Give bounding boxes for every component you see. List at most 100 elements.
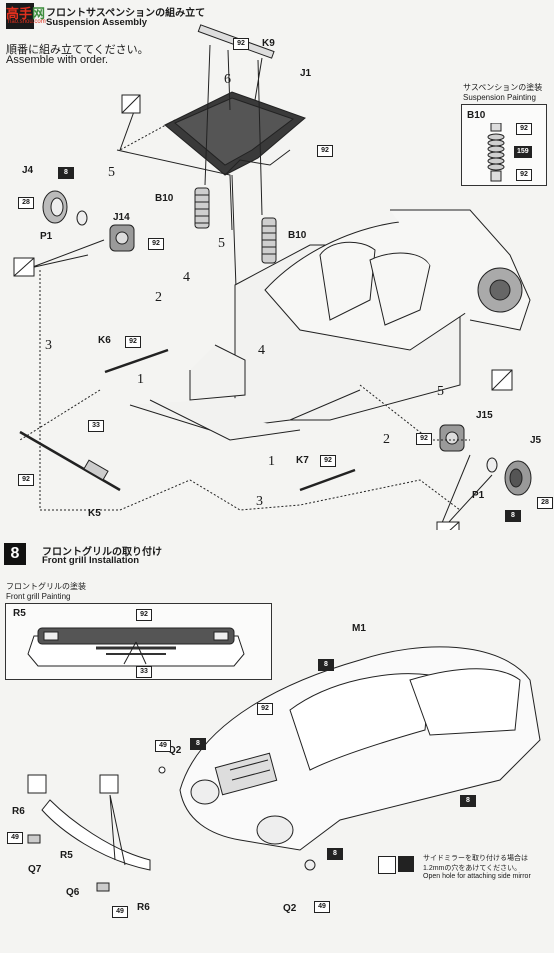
color-chip: 49 [112,906,128,918]
suspension-paint-title-jp: サスペンションの塗装 [463,83,543,92]
seq-number: 4 [258,343,265,358]
color-chip: 49 [314,901,330,913]
front-grill-drawing [27,627,245,667]
color-chip: 33 [88,420,104,432]
color-chip: 28 [537,497,553,509]
small-lens-q7 [27,834,41,844]
label-r6-right: R6 [137,902,150,913]
label-k9: K9 [262,38,275,49]
part-p1-spacer-right [486,457,498,473]
suspension-assembly-diagram [13,24,532,530]
color-chip: 28 [18,197,34,209]
seq-number: 2 [383,432,390,447]
color-chip: 92 [516,169,532,181]
mirror-note-jp: サイドミラーを取り付ける場合は [423,855,528,862]
seq-number: 3 [45,338,52,353]
mirror-note-jp2: 1.2mmの穴をあけてください。 [423,865,522,872]
seq-number: 3 [256,494,263,509]
part-b10-right [261,217,277,264]
label-r6-left: R6 [12,806,25,817]
part-j15-hub [439,424,465,452]
step7-title-en: Suspension Assembly [46,17,148,28]
label-q6: Q6 [66,887,80,898]
suspension-paint-title-en: Suspension Painting [463,93,536,102]
color-chip: 8 [460,795,476,807]
label-k5: K5 [88,508,101,519]
grill-paint-title-en: Front grill Painting [6,592,71,601]
color-chip: 92 [416,433,432,445]
step7-order-jp: 順番に組み立ててください。 [6,44,149,56]
no-glue-marker [27,774,47,794]
step7-order-en: Assemble with order. [6,54,109,66]
shock-absorber-drawing [487,123,505,182]
grill-paint-box: R5 92 33 [5,603,272,680]
label-q2-top: Q2 [168,745,182,756]
part-k5-tie-rod [19,430,121,492]
no-glue-marker [121,94,141,114]
color-chip: 159 [514,146,532,158]
color-chip: 33 [136,666,152,678]
small-lens-q6 [96,882,110,892]
color-chip: 49 [7,832,23,844]
label-p1: P1 [40,231,53,242]
color-chip: 92 [136,609,152,621]
color-chip: 8 [505,510,521,522]
seq-number: 5 [437,384,444,399]
label-j15: J15 [476,410,493,421]
step8-number: 8 [4,543,26,565]
part-p1-spacer-left [76,210,88,226]
color-chip: 92 [516,123,532,135]
color-chip: 49 [155,740,171,752]
part-k6-link [104,348,169,374]
label-j4: J4 [22,165,34,176]
color-chip: 8 [327,848,343,860]
part-k7-link [299,468,356,492]
part-b10-left [194,187,210,229]
drill-icon [378,856,396,874]
chassis-body [264,209,531,351]
cut-icon [398,856,414,872]
grill-part-label: R5 [13,608,26,619]
label-b10-right: B10 [288,230,307,241]
watermark-logo: 高手网 [6,6,46,21]
step8-title-en: Front grill Installation [42,555,140,566]
color-chip: 92 [125,336,141,348]
label-j14: J14 [113,212,130,223]
step7-number-badge [6,3,34,29]
label-m1: M1 [352,623,366,634]
seq-number: 5 [218,236,225,251]
part-j5-brake-disc [504,460,532,496]
grill-paint-title-jp: フロントグリルの塗装 [6,582,86,591]
seq-number: 1 [268,454,275,469]
label-j1: J1 [300,68,312,79]
paint-part-label: B10 [467,110,486,121]
seq-number: 2 [155,290,162,305]
seq-number: 6 [224,72,231,87]
step8-title-jp: フロントグリルの取り付け [42,547,162,558]
label-k7: K7 [296,455,309,466]
no-glue-marker [99,774,119,794]
label-p1-right: P1 [472,490,485,501]
watermark-url: hao.shou.com [8,19,46,25]
mirror-note-en: Open hole for attaching side mirror [423,873,531,880]
color-chip: 92 [233,38,249,50]
step7-title-jp: フロントサスペンションの組み立て [46,8,206,19]
seq-number: 1 [137,372,144,387]
suspension-paint-box: B10 92 159 92 [461,104,547,186]
label-k6: K6 [98,335,111,346]
color-chip: 92 [320,455,336,467]
label-q7: Q7 [28,864,42,875]
color-chip: 92 [317,145,333,157]
color-chip: 8 [190,738,206,750]
grill-piece-r5 [41,799,151,871]
part-j14-hub [109,224,135,252]
label-b10-left: B10 [155,193,174,204]
car-body-diagram [27,646,541,892]
label-j5: J5 [530,435,542,446]
color-chip: 92 [18,474,34,486]
seq-number: 4 [183,270,190,285]
color-chip: 92 [148,238,164,250]
color-chip: 92 [257,703,273,715]
part-j1-tray [164,91,306,176]
label-q2-bottom: Q2 [283,903,297,914]
